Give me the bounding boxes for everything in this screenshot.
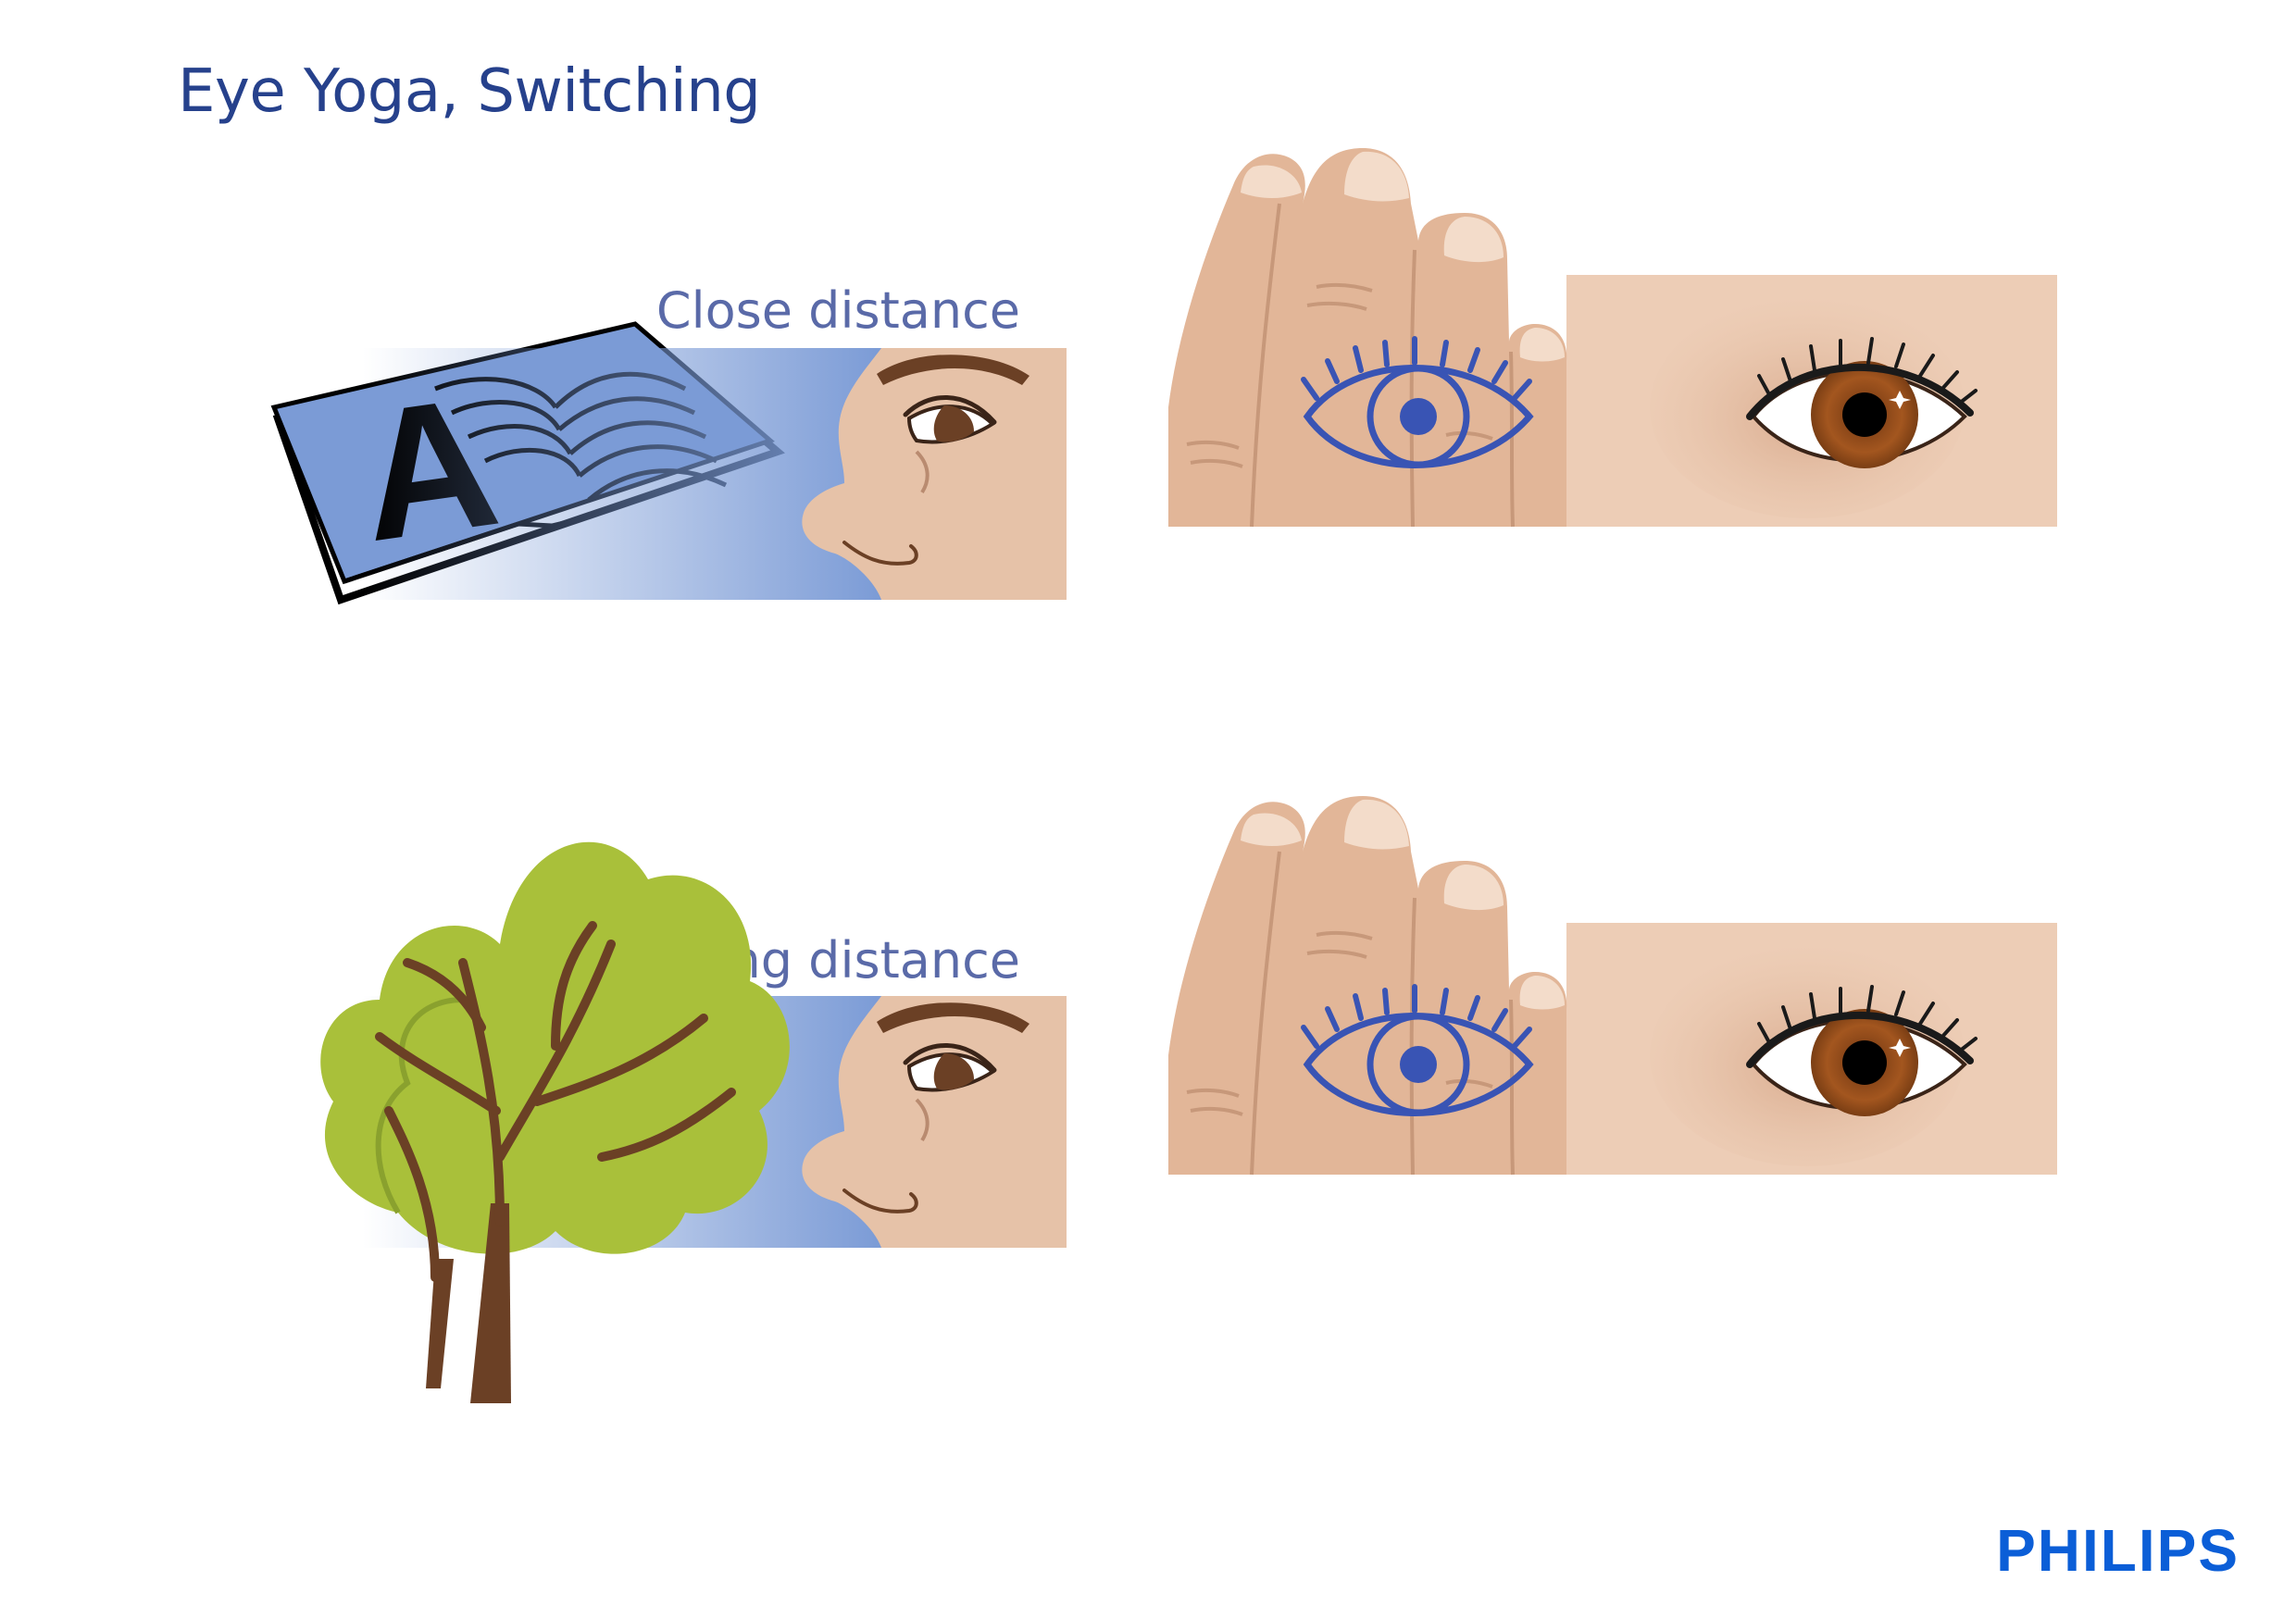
long-distance-scene — [320, 841, 1067, 1403]
page-title: Eye Yoga, Switching — [178, 57, 761, 126]
tree-icon — [320, 841, 790, 1403]
philips-logo: PHILIPS — [1996, 1517, 2240, 1584]
close-distance-scene: A — [270, 321, 1067, 605]
hand-over-eye-long — [1168, 796, 2057, 1175]
hand-over-eye-close — [1168, 148, 2057, 527]
close-distance-label: Close distance — [655, 281, 1020, 340]
